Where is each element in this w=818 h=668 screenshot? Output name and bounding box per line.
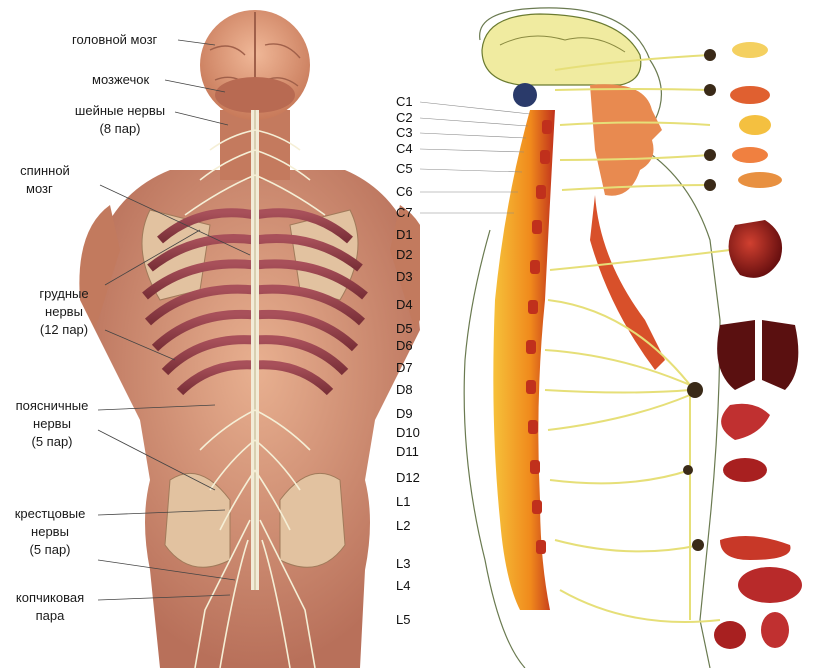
label-cerebellum: мозжечок	[92, 72, 150, 87]
organ-eye-gland	[732, 42, 768, 58]
segment-label: L4	[396, 578, 411, 593]
right-arm	[390, 205, 420, 330]
segment-label: L1	[396, 494, 411, 509]
organ-stomach	[721, 403, 770, 440]
segment-label: L5	[396, 612, 411, 627]
cerebellum-shape	[215, 77, 295, 113]
eye	[513, 83, 537, 107]
segment-label: C1	[396, 94, 413, 109]
organ-gland-4	[738, 172, 782, 188]
segment-label: D1	[396, 227, 413, 242]
organ-bladder	[714, 621, 746, 649]
posterior-anatomy-figure: головной мозг мозжечок шейные нервы (8 п…	[14, 10, 420, 668]
label-sacral-nerves-2: нервы	[31, 524, 69, 539]
label-cervical-count: (8 пар)	[99, 121, 141, 136]
organ-gland-2	[739, 115, 771, 135]
segment-label: D3	[396, 269, 413, 284]
segment-label: D4	[396, 297, 413, 312]
segment-label: C5	[396, 161, 413, 176]
body-outline-front	[479, 7, 721, 668]
segment-label: C2	[396, 110, 413, 125]
spinal-column	[493, 110, 555, 610]
vertebrae	[526, 120, 552, 554]
organ-liver	[723, 458, 767, 482]
body-outline-back	[463, 229, 526, 668]
lateral-innervation-illustration	[463, 7, 802, 668]
organ-heart	[728, 220, 783, 278]
spinal-nerves	[184, 129, 326, 668]
segment-label: D10	[396, 425, 420, 440]
segment-label: L2	[396, 518, 411, 533]
organ-lung-left	[717, 320, 755, 390]
segment-label: L3	[396, 556, 411, 571]
leader-lines	[97, 39, 251, 601]
segment-label: D6	[396, 338, 413, 353]
label-coccygeal: копчиковая	[15, 590, 85, 605]
segment-label: D5	[396, 321, 413, 336]
segment-label: C6	[396, 184, 413, 199]
label-thoracic-nerves: грудные	[39, 286, 89, 301]
brain-lateral	[481, 13, 642, 86]
label-lumbar-count: (5 пар)	[31, 434, 73, 449]
label-thoracic-count: (12 пар)	[39, 322, 89, 337]
organ-colon	[738, 567, 802, 603]
segment-label: D2	[396, 247, 413, 262]
segment-label: D7	[396, 360, 413, 375]
esophagus	[590, 195, 665, 370]
segment-label: D11	[396, 444, 419, 459]
label-sacral-nerves: крестцовые	[14, 506, 86, 521]
segment-label: D9	[396, 406, 413, 421]
organ-intestine	[720, 536, 791, 560]
label-brain: головной мозг	[72, 32, 158, 47]
segment-label: D12	[396, 470, 420, 485]
autonomic-nerves	[544, 54, 731, 623]
label-thoracic-nerves-2: нервы	[45, 304, 83, 319]
left-arm	[79, 205, 120, 330]
label-sacral-count: (5 пар)	[29, 542, 71, 557]
label-spinal-cord-2: мозг	[26, 181, 53, 196]
segment-label: C3	[396, 125, 413, 140]
face	[590, 84, 662, 196]
segment-label: C4	[396, 141, 413, 156]
organ-lung-right	[762, 320, 799, 390]
organ-salivary	[730, 86, 770, 104]
label-lumbar-nerves-2: нервы	[33, 416, 71, 431]
label-coccygeal-2: пара	[35, 608, 65, 623]
posterior-anatomy-illustration	[79, 10, 420, 668]
organ-reproductive	[761, 612, 789, 648]
label-spinal-cord: спинной	[20, 163, 70, 178]
rib-cage	[142, 208, 368, 396]
segment-label: C7	[396, 205, 413, 220]
label-lumbar-nerves: поясничные	[15, 398, 89, 413]
organs	[714, 42, 802, 649]
organ-gland-3	[732, 147, 768, 163]
segment-label: D8	[396, 382, 413, 397]
label-cervical-nerves: шейные нервы	[74, 103, 166, 118]
lateral-innervation-figure: C1 C2 C3 C4 C5 C6 C7 D1 D2 D3 D4 D5 D6 D…	[390, 0, 818, 668]
ganglia	[683, 49, 716, 551]
